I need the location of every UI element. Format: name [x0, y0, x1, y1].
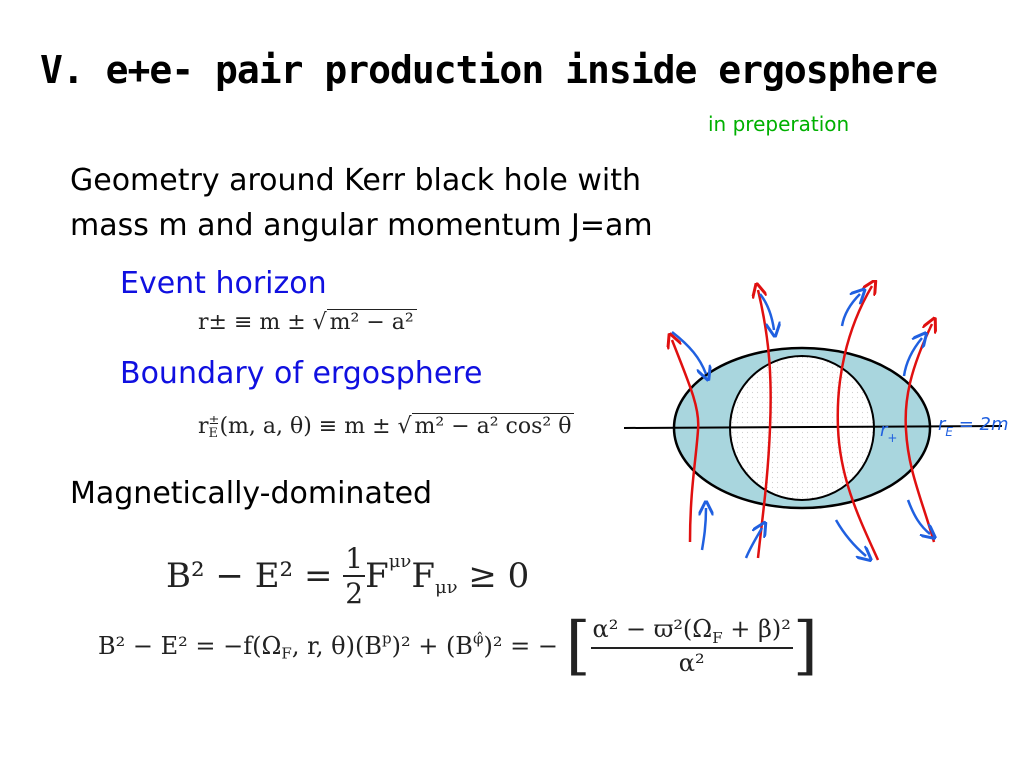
long-eq-mid2: )² + (B: [391, 632, 473, 660]
field-line-blue-4: [902, 338, 922, 377]
long-eq-sup2: φ̂: [472, 629, 484, 648]
cond-eq-sup: μν: [388, 551, 412, 572]
ergo-eq-r: r: [198, 414, 209, 439]
long-eq-num-tail: + β)²: [722, 615, 791, 644]
cond-eq-num: 1: [345, 542, 364, 575]
field-line-blue-6: [744, 528, 762, 559]
status-note: in preperation: [708, 112, 850, 136]
kerr-ergosphere-diagram: r+ rE = 2m: [623, 280, 1009, 570]
long-eq-num: α² − ϖ²(Ω: [592, 615, 713, 644]
left-bracket-icon: [: [565, 609, 591, 683]
field-line-red-3: [836, 286, 880, 561]
rplus-label: r+: [880, 420, 897, 445]
long-eq-den: α²: [590, 646, 793, 677]
equatorial-axis: [623, 425, 1003, 429]
ergosphere-equation: r±E(m, a, θ) ≡ m ± √m² − a² cos² θ: [198, 413, 575, 441]
field-line-blue-1: [671, 331, 706, 374]
cond-eq-f1: F: [365, 556, 389, 596]
field-line-blue-5: [702, 508, 706, 551]
horizon-equation: r± ≡ m ± √m² − a²: [198, 309, 417, 335]
magnetic-label: Magnetically-dominated: [70, 476, 433, 511]
cond-eq-lhs: B² − E² =: [166, 556, 333, 596]
intro-line-1: Geometry around Kerr black hole with: [70, 163, 641, 198]
ergo-eq-sup: ±: [208, 413, 220, 428]
field-line-blue-8: [906, 499, 930, 534]
horizon-eq-lhs: r± ≡ m ± √: [198, 310, 327, 335]
ergo-eq-radicand: m² − a² cos² θ: [411, 413, 575, 439]
field-line-red-4: [904, 324, 934, 543]
field-line-blue-2: [759, 293, 774, 330]
ergo-eq-sub: E: [208, 426, 219, 441]
cond-eq-den: 2: [343, 575, 366, 610]
ergosphere-label: Boundary of ergosphere: [120, 356, 483, 391]
field-line-blue-7: [834, 519, 866, 556]
field-expansion-equation: B² − E² = −f(ΩF, r, θ)(Bp)² + (Bφ̂)² = −…: [98, 614, 818, 678]
field-line-red-1: [672, 340, 700, 543]
right-bracket-icon: ]: [792, 609, 818, 683]
intro-line-2: mass m and angular momentum J=am: [70, 208, 653, 243]
long-eq-num-sub: F: [712, 628, 723, 647]
cond-eq-tail: ≥ 0: [457, 556, 530, 596]
ergo-eq-rest: (m, a, θ) ≡ m ± √: [219, 414, 412, 439]
cond-eq-f2: F: [411, 556, 435, 596]
event-horizon-label: Event horizon: [120, 266, 327, 301]
rE-label: rE = 2m: [938, 414, 1009, 439]
horizon-eq-radicand: m² − a²: [326, 309, 417, 335]
field-line-blue-3: [840, 294, 860, 327]
long-eq-mid3: )² = −: [483, 632, 558, 660]
slide-title: V. e+e- pair production inside ergospher…: [40, 48, 938, 92]
long-eq-mid: , r, θ)(B: [291, 632, 382, 660]
cond-eq-sub: μν: [434, 576, 458, 598]
long-eq-sup1: p: [381, 629, 392, 648]
long-eq-lhs: B² − E² = −f(Ω: [98, 632, 282, 660]
long-eq-sub1: F: [281, 644, 292, 663]
